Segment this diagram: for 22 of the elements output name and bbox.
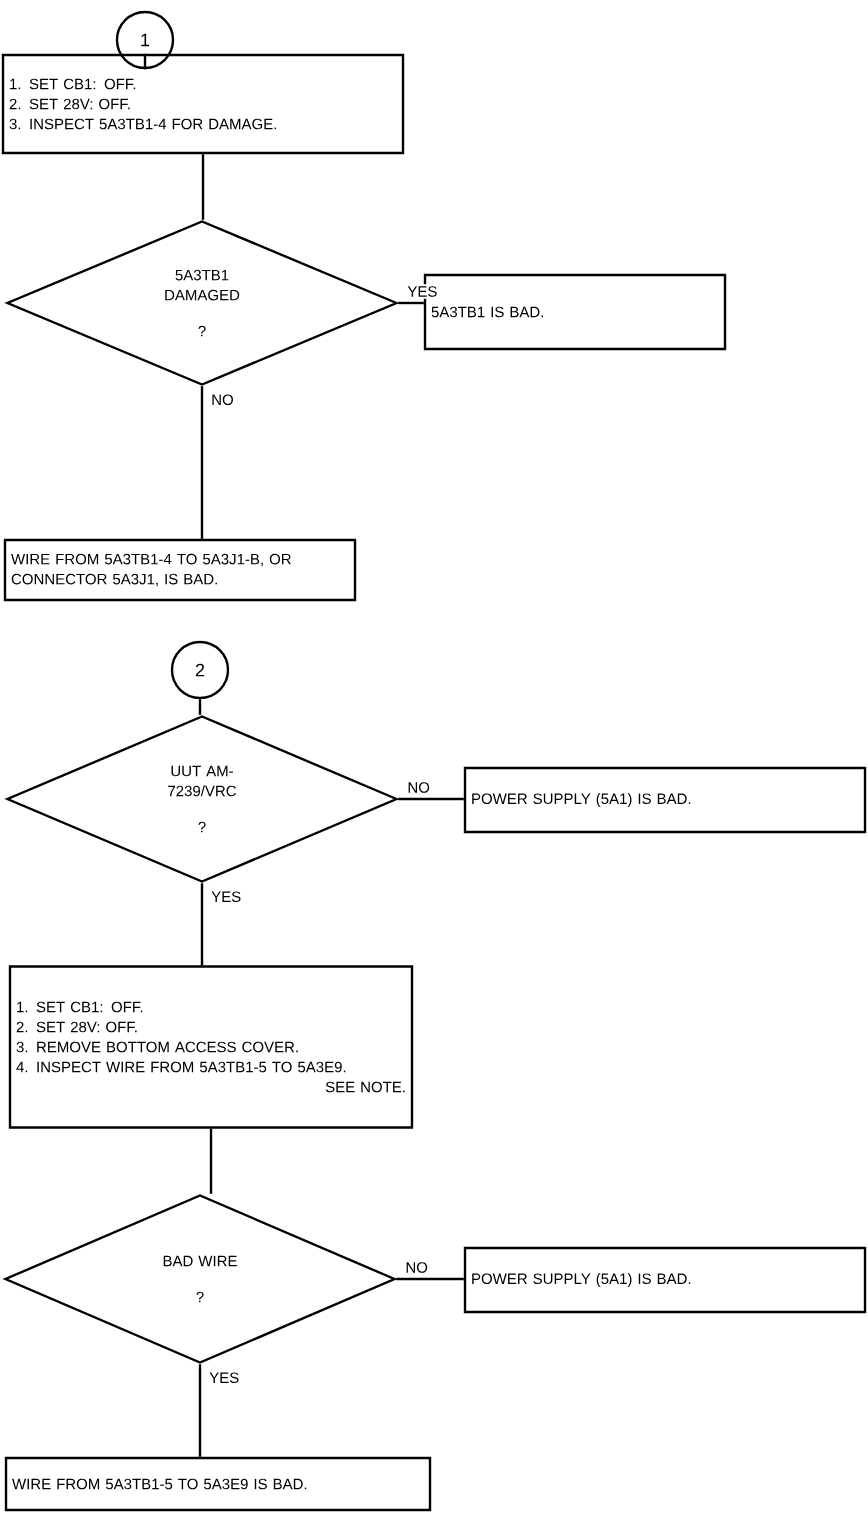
connector-line	[398, 301, 424, 305]
edge-label: NO	[209, 392, 236, 407]
process-box: POWER SUPPLY (5A1) IS BAD.	[463, 1246, 867, 1314]
connector-line	[198, 1364, 202, 1457]
edge-label: NO	[405, 780, 432, 795]
edge-label: YES	[207, 1370, 242, 1386]
connector-line	[198, 699, 202, 715]
process-box: 1. SET CB1: OFF. 2. SET 28V: OFF. 3. REMOVE BOTTOM ACCESS COVER. 4. INSPECT WIRE FROM 5A3TB1-5 TO 5A3E9. SEE NOTE.	[8, 965, 414, 1129]
process-box: POWER SUPPLY (5A1) IS BAD.	[463, 766, 867, 834]
process-box: 1. SET CB1: OFF. 2. SET 28V: OFF. 3. INSPECT 5A3TB1-4 FOR DAMAGE.	[1, 53, 405, 155]
connector-line	[143, 53, 147, 70]
connector-line	[201, 154, 205, 220]
edge-label: YES	[405, 284, 440, 299]
process-box: WIRE FROM 5A3TB1-5 TO 5A3E9 IS BAD.	[4, 1456, 432, 1512]
connector-line	[398, 797, 464, 801]
connector-line	[200, 883, 204, 966]
connector-line	[200, 386, 204, 539]
connector-line	[396, 1277, 464, 1281]
connector-line	[209, 1128, 213, 1194]
edge-label: YES	[209, 889, 244, 905]
process-box: WIRE FROM 5A3TB1-4 TO 5A3J1-B, OR CONNECTOR 5A3J1, IS BAD.	[3, 538, 357, 602]
edge-label: NO	[403, 1260, 430, 1275]
